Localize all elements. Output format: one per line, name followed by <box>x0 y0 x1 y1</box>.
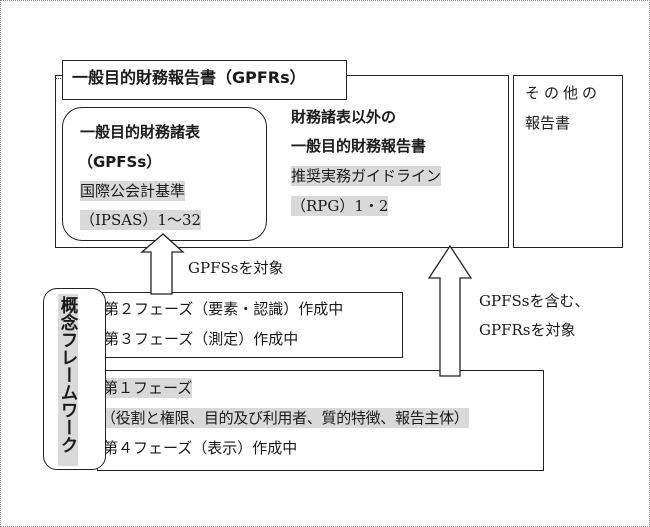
framework-label-bg <box>58 294 78 466</box>
ipsas-label-line1: 国際公会計基準 <box>80 181 186 201</box>
arrow-up-gpfrs <box>427 244 473 377</box>
phase1-title: 第１フェーズ <box>103 378 193 398</box>
non-fs-title-line1: 財務諸表以外の <box>291 108 397 126</box>
framework-label: 概念フレームワーク <box>58 296 78 454</box>
arrow-up-gpfs <box>140 233 185 295</box>
phase4-text: 第４フェーズ（表示）作成中 <box>103 439 298 457</box>
other-reports-line2: 報告書 <box>525 114 571 132</box>
phase2-text: 第２フェーズ（要素・認識）作成中 <box>104 300 344 318</box>
other-reports-line1: その他の <box>525 84 602 102</box>
gpfrs-title: 一般目的財務報告書（GPFRs） <box>72 68 306 87</box>
other-reports-box <box>513 75 623 248</box>
left-arrow-label: GPFSsを対象 <box>188 259 284 277</box>
right-arrow-label-line2: GPFRsを対象 <box>479 321 576 339</box>
ipsas-label-line2: （IPSAS）1〜32 <box>80 210 202 230</box>
gpfs-title-line2: （GPFSs） <box>78 153 162 171</box>
right-arrow-label-line1: GPFSsを含む、 <box>479 292 590 310</box>
phase3-text: 第３フェーズ（測定）作成中 <box>104 330 299 348</box>
gpfrs-title-box <box>62 60 347 100</box>
rpg-label-line2: （RPG）1・2 <box>291 196 389 216</box>
phase1-detail: （役割と権限、目的及び利用者、質的特徴、報告主体） <box>101 408 469 428</box>
gpfs-title-line1: 一般目的財務諸表 <box>80 123 201 141</box>
non-fs-title-line2: 一般目的財務報告書 <box>291 137 427 155</box>
connector-line <box>55 78 63 79</box>
rpg-label-line1: 推奨実務ガイドライン <box>291 166 442 186</box>
